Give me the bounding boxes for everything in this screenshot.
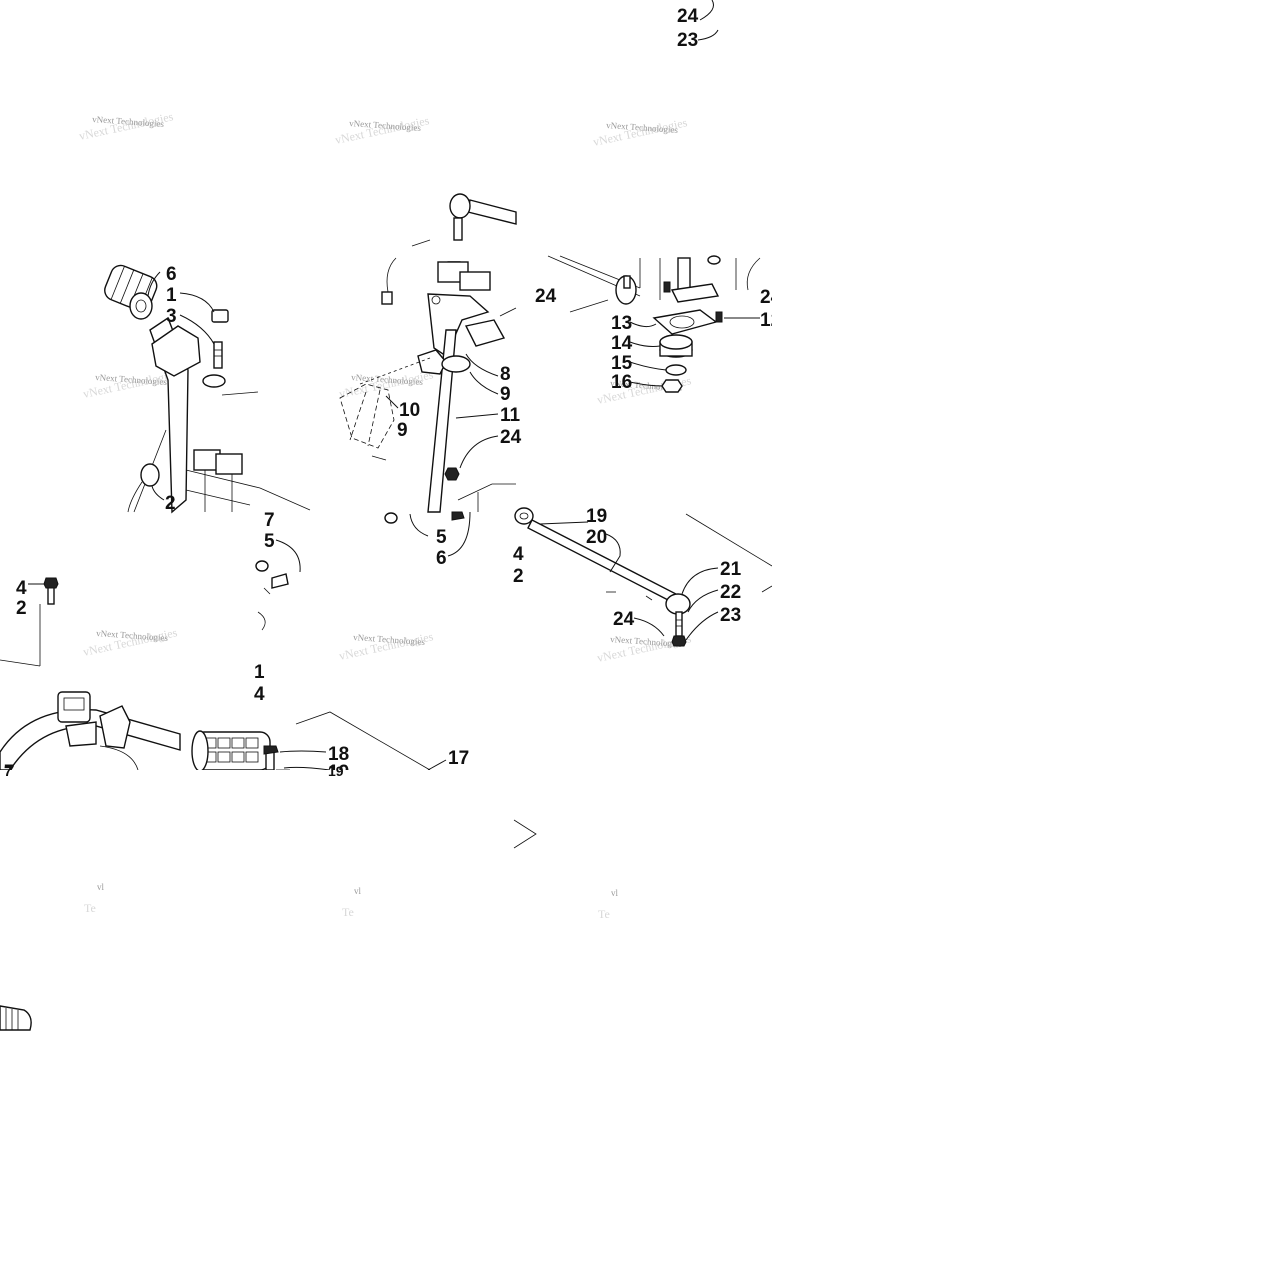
callout-number: 15 [611,353,633,374]
callout-number: 19 [586,506,607,527]
callout-number: 17 [448,748,469,769]
steering-cover [339,383,395,449]
chevron-right-icon [513,819,537,849]
callout-number: 9 [397,420,408,441]
grip-fragment [0,1005,32,1031]
callout-number: 13 [611,313,632,334]
nut [255,560,269,572]
tie-rod-tile [514,507,773,647]
callout-number: 24 [535,286,557,307]
nut [661,379,683,393]
callout-number: 23 [677,30,698,51]
bushing [464,319,506,347]
tile-masks [0,256,802,786]
nut [451,511,465,521]
watermark-fragment: Te [342,905,354,919]
callout-number: 11 [500,405,521,426]
tie-rod-end [449,193,471,219]
callout-number: 5 [264,531,275,552]
steering-bearing-tile [547,255,761,393]
column-bracket [427,293,490,358]
callout-number: 23 [720,605,741,626]
callout-number: 20 [586,527,607,548]
watermark: vl [354,886,362,896]
callout-number: 1 [254,662,265,683]
washer [665,364,687,376]
watermark: vl [611,888,619,898]
callout-number: 2 [16,598,27,619]
brake-master-cylinder [57,691,91,723]
tie-rod-end [514,507,534,525]
washer [384,512,398,524]
callout-number: 5 [436,527,447,548]
callout-number: 7 [264,510,275,531]
callout-number: 21 [720,559,742,580]
nut [671,635,687,647]
callout-number: 2 [165,493,176,514]
nut [444,467,460,481]
callout-number: 24 [613,609,635,630]
ring [202,374,226,388]
watermark-fragment: Te [84,901,96,915]
callout-number: 4 [513,544,524,565]
knob [211,309,229,323]
handlebar-left-tile [104,264,311,514]
hand-grip [191,730,271,772]
callout-number: 3 [166,306,177,327]
callout-number: 10 [399,400,420,421]
steering-shaft [427,329,457,513]
bearing-plate [652,309,718,335]
grommet [140,463,160,487]
callout-number: 16 [611,372,632,393]
tie-rod-end [665,593,691,615]
callout-number: 6 [436,548,447,569]
callout-number: 9 [500,384,511,405]
handlebar-tube [0,708,181,771]
steering-lower-tile [384,511,471,557]
callout-number: 4 [16,578,27,599]
callout-number: 24 [500,427,522,448]
callout-number: 18 [328,744,349,765]
callout-number: 4 [254,684,265,705]
screw [213,341,223,369]
callout-number: 19 [328,763,344,779]
handlebar-right-tile [0,691,537,1031]
callout-number: 7 [4,763,12,779]
callout-edge-layer: 19 7 [4,763,344,779]
brake-lever [99,705,131,749]
column-clamp [459,271,491,291]
grip-washer [129,292,153,320]
handlebar-mount-tile [0,539,301,667]
end-bolt [265,751,275,771]
watermark-fragment: Te [598,907,610,921]
steering-column-tile [339,193,517,513]
callout-number: 6 [166,264,177,285]
throttle-housing [151,325,201,377]
callout-number: 14 [611,333,633,354]
callout-number: 2 [513,566,524,587]
callout-number: 1 [166,285,177,306]
callout-number: 22 [720,582,741,603]
bar-clamp [215,453,243,475]
callout-number: 24 [677,6,699,27]
top-fragment [697,0,719,41]
callout-number: 8 [500,364,511,385]
watermark: vl [97,882,105,892]
